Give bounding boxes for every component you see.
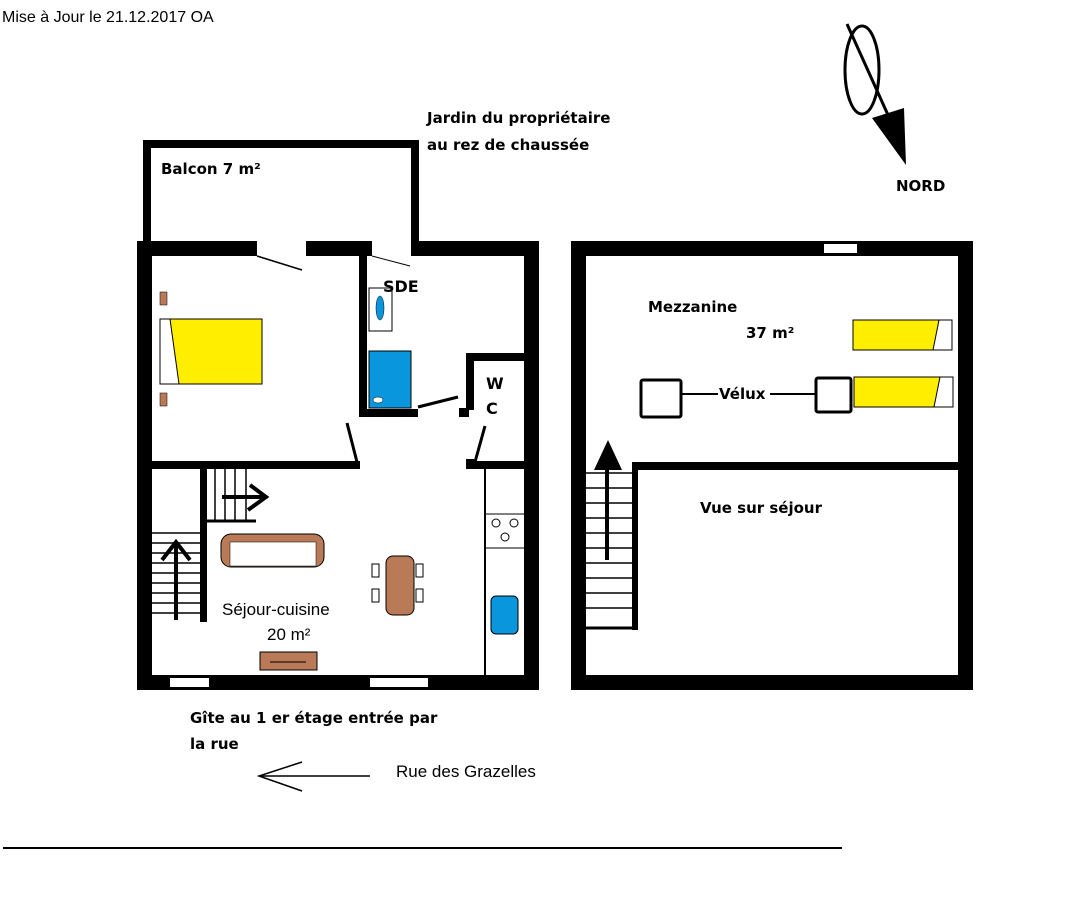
- living-name: Séjour-cuisine: [222, 600, 330, 619]
- entry-label-line1: Gîte au 1 er étage entrée par: [190, 709, 438, 727]
- nightstand: [159, 392, 168, 407]
- window: [824, 244, 857, 253]
- velux-window: [814, 376, 853, 414]
- balcony-label: Balcon 7 m²: [161, 160, 261, 178]
- mezzanine-plan: [571, 241, 973, 690]
- update-note: Mise à Jour le 21.12.2017 OA: [2, 9, 214, 26]
- staircase: [152, 469, 270, 622]
- sde-label: SDE: [383, 277, 419, 296]
- tv-unit: [259, 651, 318, 671]
- garden-label-line2: au rez de chaussée: [427, 136, 589, 154]
- north-compass-icon: [843, 23, 906, 165]
- window: [370, 678, 428, 687]
- double-bed: [159, 318, 263, 385]
- window: [170, 678, 209, 687]
- view-label: Vue sur séjour: [700, 499, 823, 517]
- basin-icon: [375, 295, 385, 321]
- living-area: 20 m²: [267, 625, 311, 644]
- ground-floor-plan: [137, 140, 539, 690]
- single-bed: [852, 319, 953, 351]
- entry-label-line2: la rue: [190, 735, 239, 753]
- nightstand: [159, 291, 168, 306]
- mezzanine-staircase: [586, 440, 637, 630]
- garden-label-line1: Jardin du propriétaire: [426, 109, 610, 127]
- wc-label-w: W: [486, 374, 504, 393]
- street-label: Rue des Grazelles: [396, 762, 536, 781]
- velux-label: Vélux: [719, 385, 766, 403]
- mezzanine-area: 37 m²: [746, 324, 794, 342]
- sofa: [220, 533, 325, 568]
- velux-window: [639, 378, 683, 419]
- single-bed: [853, 376, 954, 408]
- stove-icon: [491, 518, 519, 542]
- mezzanine-name: Mezzanine: [648, 298, 737, 316]
- wc-label-c: C: [486, 399, 498, 418]
- dining-table: [371, 555, 424, 616]
- arrow-left-icon: [256, 761, 370, 792]
- kitchen-sink: [490, 595, 519, 635]
- north-label: NORD: [896, 177, 945, 195]
